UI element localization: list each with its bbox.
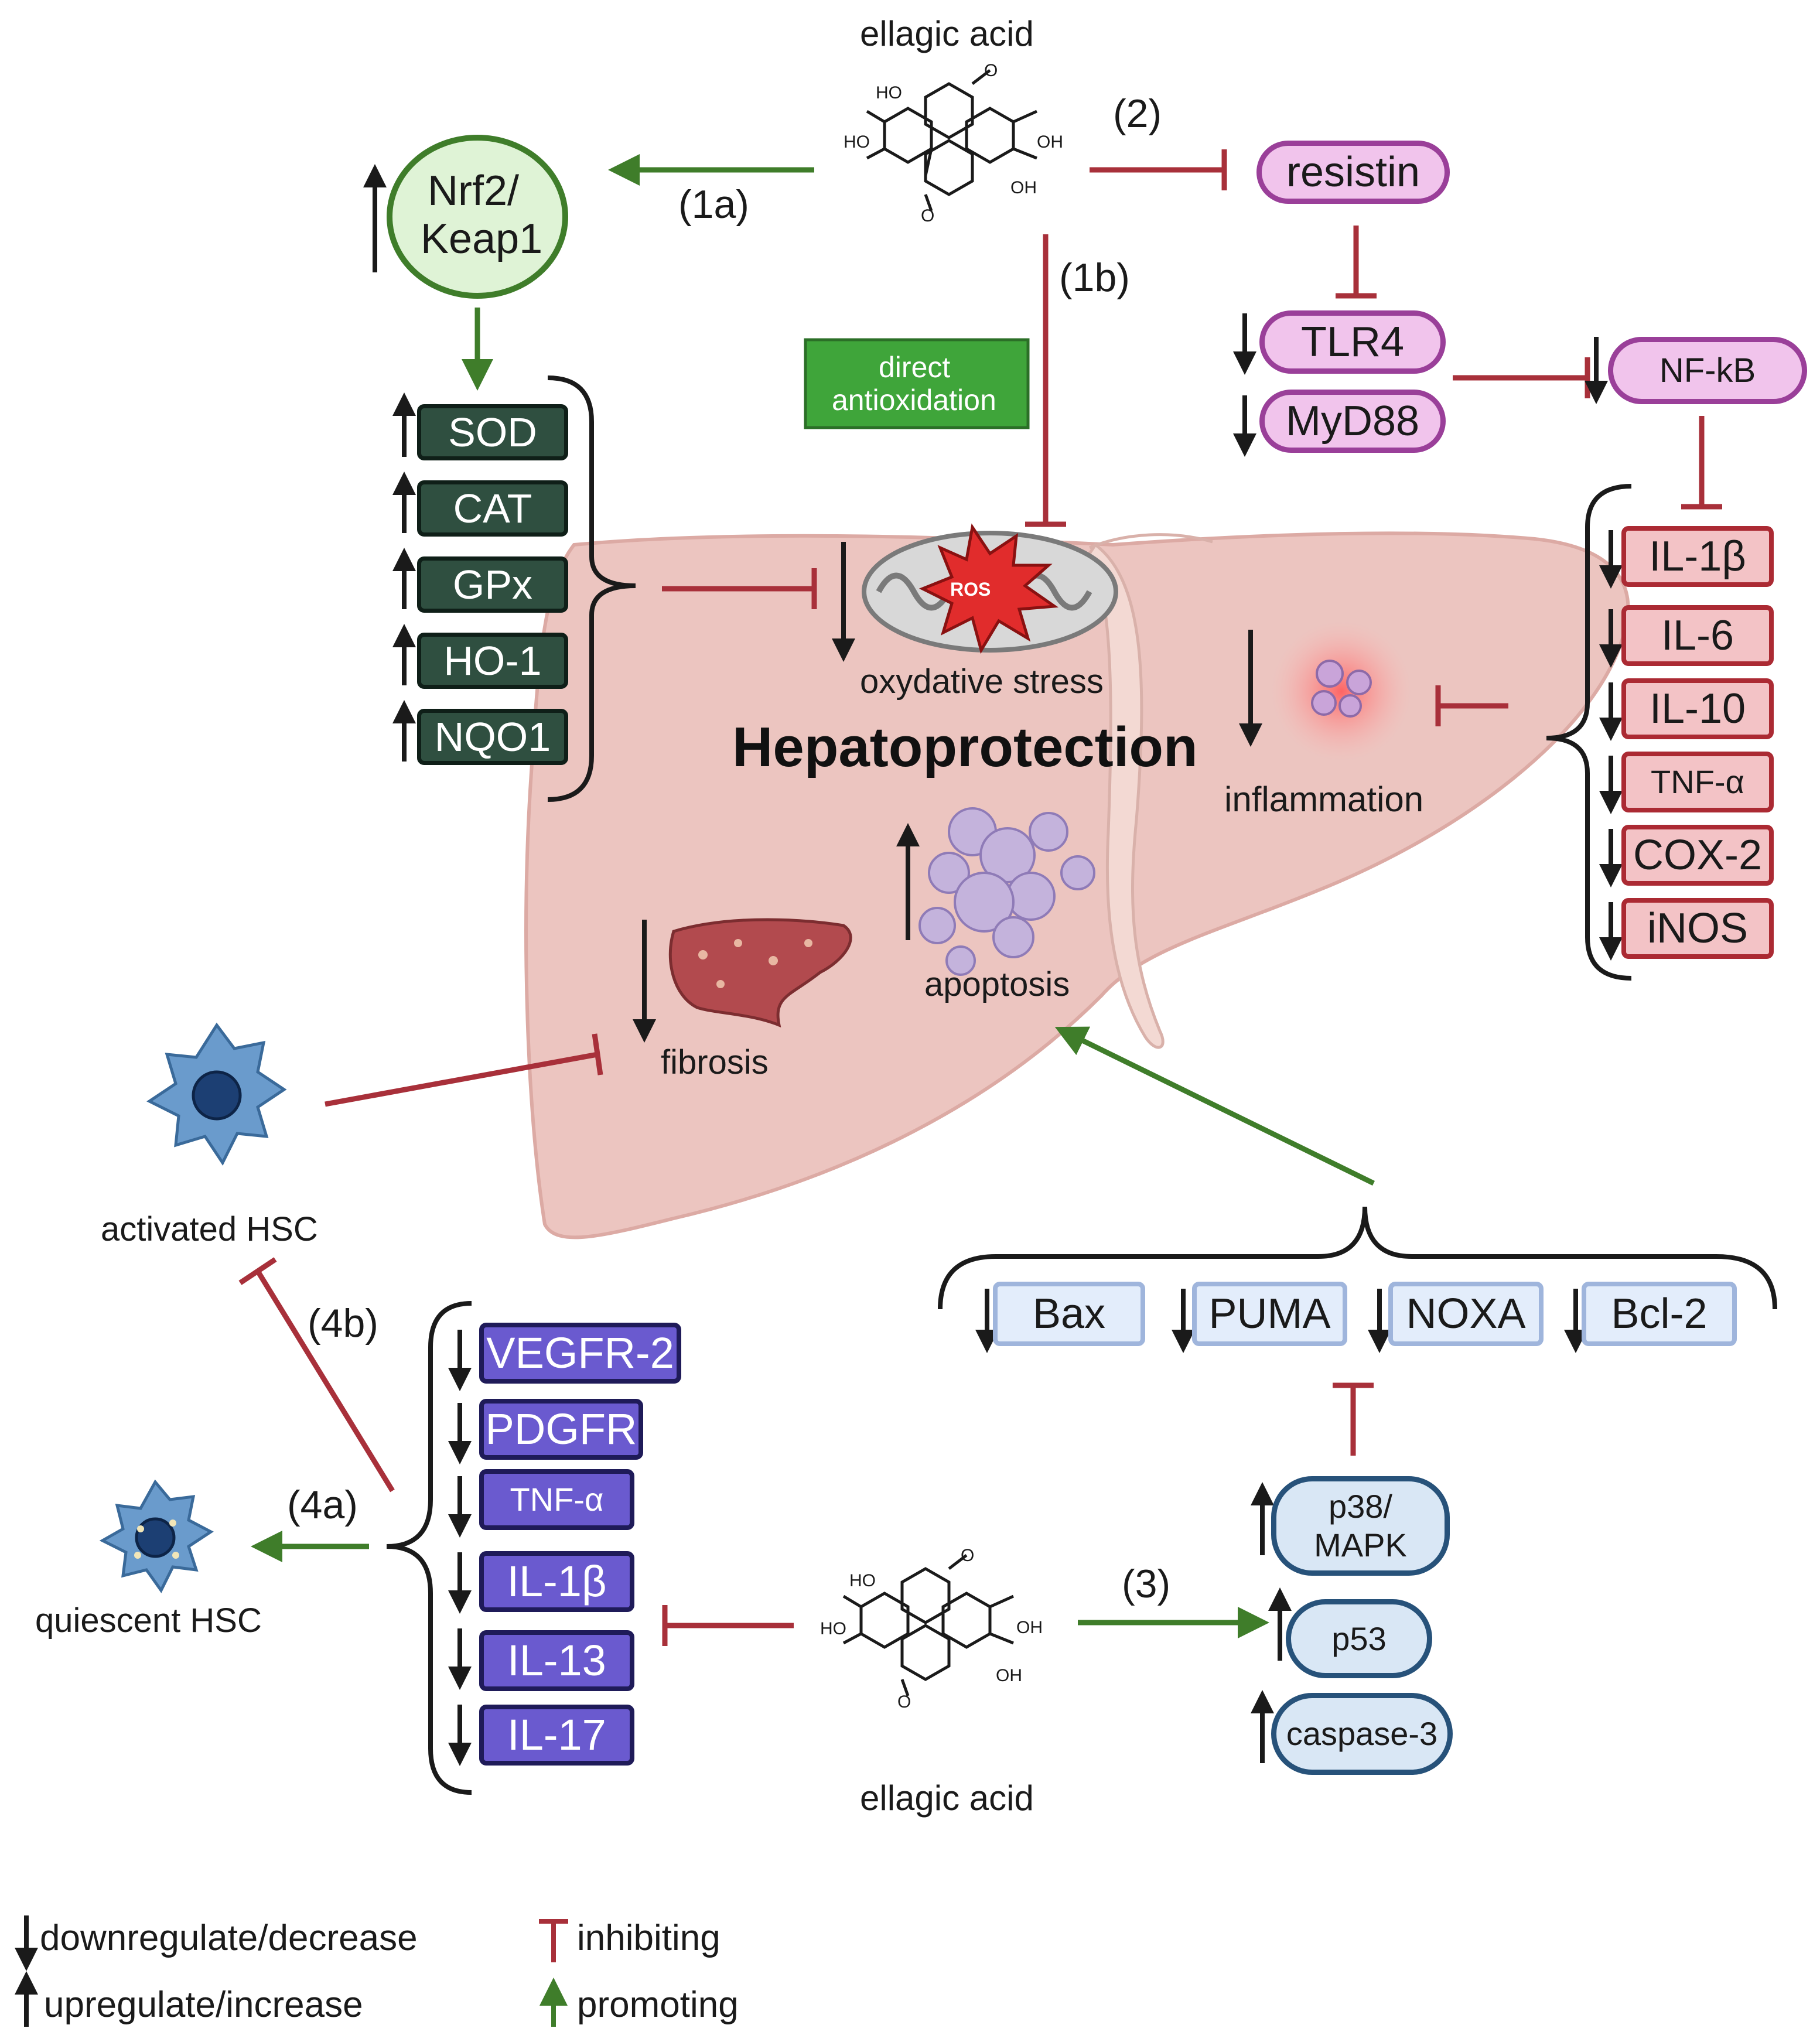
svg-text:HO: HO: [844, 132, 870, 152]
enzyme-cat: CAT: [417, 480, 568, 537]
enzyme-ho1: HO-1: [417, 633, 568, 689]
protein-puma: PUMA: [1192, 1282, 1347, 1346]
quiescent-hsc-cell-icon: [99, 1479, 214, 1593]
apoptosis-label: apoptosis: [924, 965, 1070, 1003]
kinase-p38-mapk: p38/ MAPK: [1271, 1476, 1450, 1576]
regulation-arrows: [15, 164, 1623, 2027]
svg-text:O: O: [921, 206, 934, 226]
cytokine-inos: iNOS: [1621, 898, 1774, 959]
nfkb-node: NF-kB: [1608, 337, 1807, 404]
nrf2-keap1-node: [387, 135, 568, 299]
promote-arrows: [251, 154, 1375, 1638]
tlr4-node: TLR4: [1259, 310, 1446, 374]
quiescent-hsc-label: quiescent HSC: [35, 1601, 262, 1640]
legend-inhibit-label: inhibiting: [577, 1918, 721, 1958]
kinase-p38-line1: p38/: [1329, 1488, 1392, 1525]
antioxidation-label: antioxidation: [832, 384, 996, 416]
brace-apoptosis-proteins: [938, 1206, 1777, 1310]
svg-text:HO: HO: [820, 1619, 846, 1638]
cytokine-il10: IL-10: [1621, 678, 1774, 739]
svg-text:O: O: [897, 1692, 911, 1712]
factor-tnfa: TNF-α: [479, 1469, 634, 1530]
cytokine-il1b: IL-1β: [1621, 526, 1774, 587]
legend-symbols: [539, 1919, 568, 2027]
direct-antioxidation-box: [804, 338, 1030, 429]
svg-text:O: O: [961, 1546, 974, 1565]
step-4b-label: (4b): [308, 1301, 378, 1346]
myd88-node: MyD88: [1259, 390, 1446, 453]
cytokine-tnfa: TNF-α: [1621, 752, 1774, 812]
mitochondrion-ros-icon: [862, 523, 1118, 654]
step-2-label: (2): [1113, 91, 1162, 136]
brace-hsc-factors: [386, 1301, 472, 1795]
kinase-caspase3: caspase-3: [1271, 1693, 1453, 1775]
apoptosis-cells-icon: [918, 807, 1095, 976]
ellagic-acid-bottom-structure: HO HO OH OH O O: [820, 1546, 1043, 1712]
svg-text:OH: OH: [1016, 1618, 1043, 1637]
fibrosis-label: fibrosis: [661, 1043, 769, 1081]
enzyme-sod: SOD: [417, 404, 568, 460]
protein-noxa: NOXA: [1388, 1282, 1544, 1346]
kinase-p53: p53: [1286, 1599, 1432, 1678]
step-3-label: (3): [1122, 1562, 1171, 1606]
fibrotic-liver-icon: [668, 918, 852, 1028]
inflammation-icon: [1271, 621, 1412, 762]
ellagic-acid-top-structure: HO HO OH OH O O: [844, 61, 1063, 226]
svg-text:O: O: [984, 61, 998, 80]
factor-vegfr2: VEGFR-2: [479, 1323, 681, 1384]
ellagic-acid-bottom-label: ellagic acid: [860, 1778, 1034, 1818]
ros-label: ROS: [950, 579, 991, 600]
cytokine-cox2: COX-2: [1621, 825, 1774, 886]
svg-text:OH: OH: [1010, 178, 1037, 197]
activated-hsc-cell-icon: [146, 1022, 287, 1166]
factor-il17: IL-17: [479, 1705, 634, 1766]
protein-bcl2: Bcl-2: [1582, 1282, 1737, 1346]
brace-enzymes: [547, 375, 636, 802]
protein-bax: Bax: [993, 1282, 1145, 1346]
step-1a-label: (1a): [678, 182, 749, 227]
enzyme-gpx: GPx: [417, 556, 568, 613]
ellagic-acid-top-label: ellagic acid: [860, 14, 1034, 53]
factor-il13: IL-13: [479, 1630, 634, 1691]
resistin-node: resistin: [1256, 141, 1450, 204]
inflammation-label: inflammation: [1224, 780, 1424, 819]
keap1-label: Keap1: [421, 216, 543, 262]
legend-promote-label: promoting: [577, 1985, 739, 2025]
inhibit-lines: [238, 149, 1722, 1646]
step-4a-label: (4a): [287, 1483, 358, 1527]
legend-up-label: upregulate/increase: [44, 1985, 363, 2025]
enzyme-nqo1: NQO1: [417, 709, 568, 765]
direct-label: direct: [879, 351, 951, 384]
svg-text:HO: HO: [876, 83, 902, 103]
kinase-p38-line2: MAPK: [1314, 1527, 1407, 1563]
hepatoprotection-title: Hepatoprotection: [732, 716, 1198, 778]
factor-il1b: IL-1β: [479, 1551, 634, 1612]
svg-text:OH: OH: [1037, 132, 1063, 152]
svg-text:HO: HO: [849, 1571, 876, 1590]
factor-pdgfr: PDGFR: [479, 1399, 643, 1460]
legend-down-label: downregulate/decrease: [40, 1918, 418, 1958]
nrf2-label: Nrf2/: [428, 168, 520, 214]
activated-hsc-label: activated HSC: [101, 1210, 318, 1248]
oxidative-stress-label: oxydative stress: [860, 663, 1104, 701]
brace-cytokines-right: [1546, 484, 1632, 981]
cytokine-il6: IL-6: [1621, 605, 1774, 666]
svg-text:OH: OH: [996, 1666, 1022, 1685]
step-1b-label: (1b): [1059, 255, 1130, 300]
